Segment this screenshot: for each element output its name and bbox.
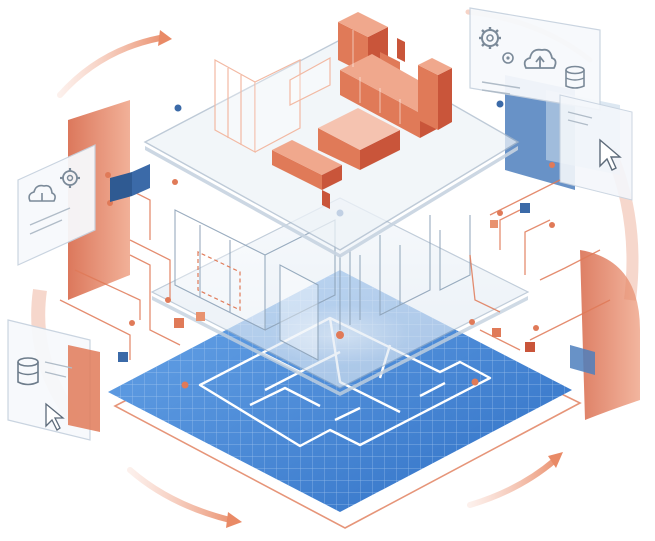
- arrow-head-bottom-left: [226, 512, 242, 528]
- cloud-icon: [28, 184, 56, 202]
- gear-icon: [502, 52, 514, 64]
- cube-accents: [110, 164, 595, 375]
- cursor-icon: [599, 138, 622, 171]
- gear-icon: [479, 27, 501, 49]
- walls-accent-box: [197, 251, 241, 311]
- arrow-head-top-left: [158, 30, 172, 46]
- furniture-outlines: [214, 56, 331, 154]
- database-icon: [565, 65, 585, 89]
- orbit-arrow-bottom-left: [127, 467, 233, 523]
- connection-lines: [59, 179, 611, 360]
- right-cursor-card: [559, 94, 633, 201]
- orbit-arrow-top-left: [57, 35, 163, 98]
- outer-panels: [31, 75, 640, 425]
- furniture-layer: [143, 12, 520, 258]
- cloud-upload-icon: [523, 48, 557, 69]
- arrow-head-bottom-right: [548, 452, 563, 468]
- top-right-card: [469, 7, 601, 111]
- cursor-icon: [45, 402, 65, 431]
- right-orange-panel: [580, 250, 640, 420]
- database-icon: [17, 357, 39, 386]
- bottom-left-card: [7, 319, 100, 441]
- orbit-arrow-bottom-right: [467, 457, 558, 508]
- left-card: [17, 144, 96, 266]
- gear-icon: [60, 168, 80, 188]
- walls-layer: [150, 197, 530, 396]
